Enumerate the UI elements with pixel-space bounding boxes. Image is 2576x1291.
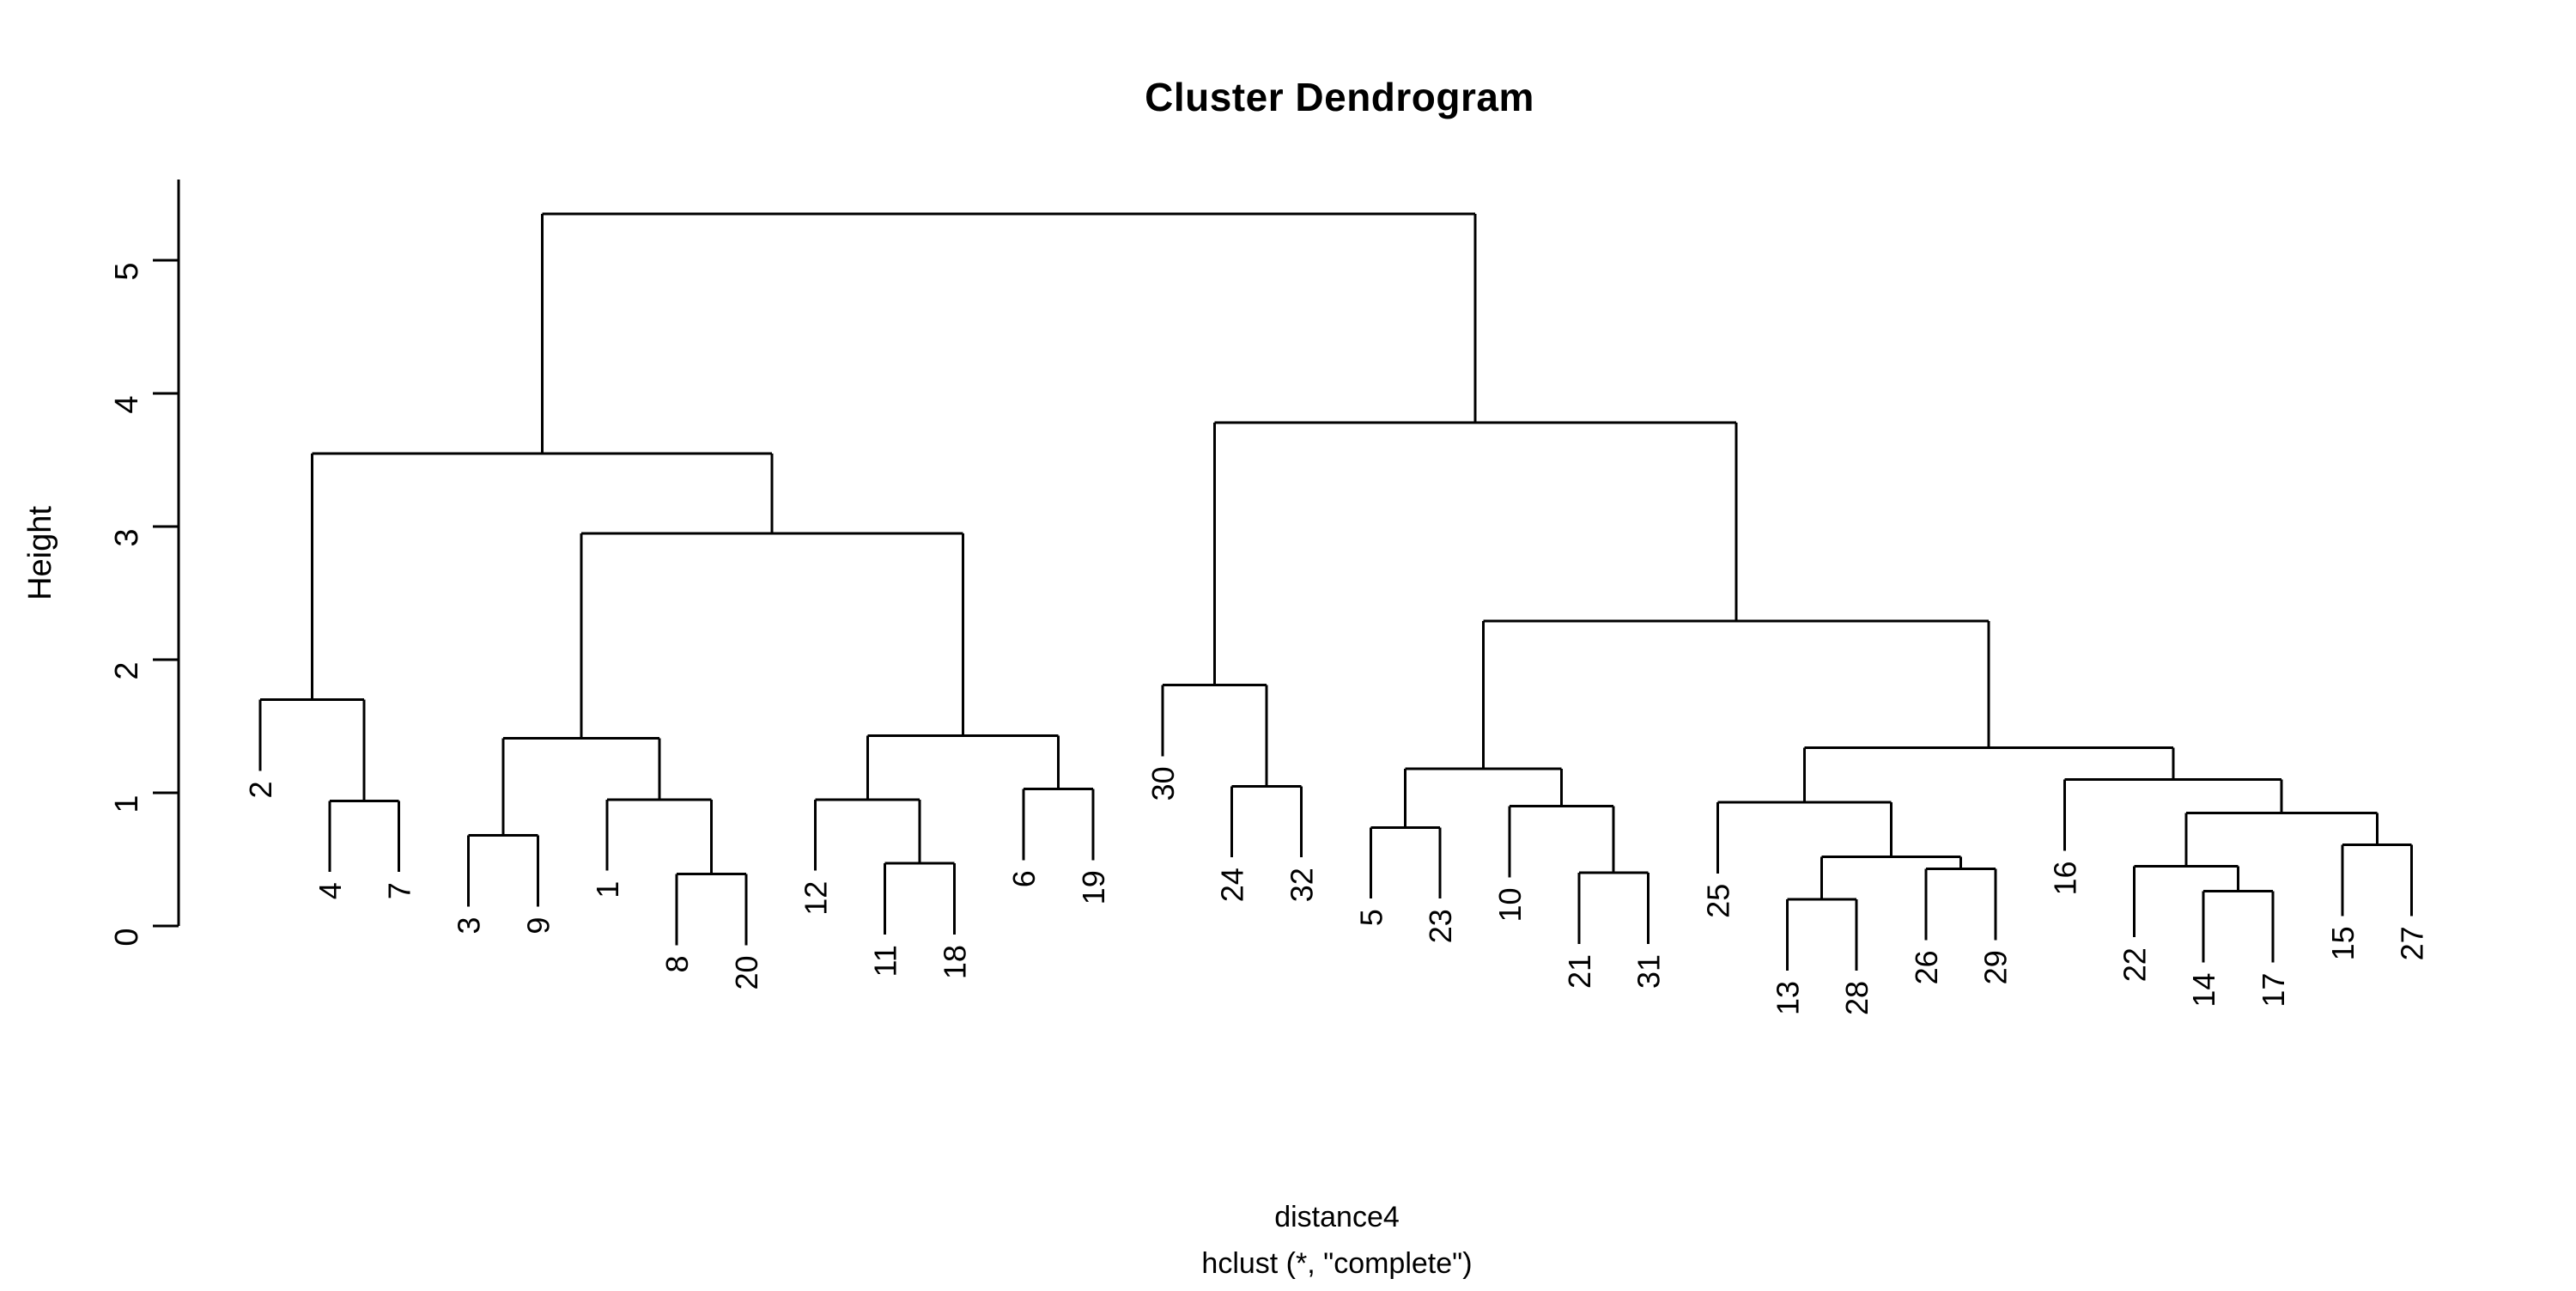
leaf-label: 6 [1006,870,1042,887]
leaf-label: 25 [1700,884,1735,918]
leaf-label: 29 [1978,950,2014,984]
leaf-label: 26 [1909,950,1944,984]
leaf-label: 13 [1770,981,1805,1015]
leaf-label: 15 [2325,926,2360,960]
y-tick-label: 5 [109,262,145,280]
leaf-label: 3 [451,917,486,935]
y-tick-label: 1 [109,795,145,813]
leaf-label: 32 [1284,868,1319,902]
leaf-label: 27 [2395,926,2430,960]
leaf-label: 18 [937,945,972,979]
leaf-label: 9 [520,917,556,935]
leaf-label: 14 [2186,973,2221,1008]
x-axis-caption: distance4 [1274,1201,1400,1233]
hclust-call-caption: hclust (*, "complete") [1201,1247,1473,1280]
y-tick-label: 4 [109,395,145,413]
leaf-label: 4 [313,882,348,899]
leaf-label: 21 [1562,954,1597,989]
leaf-label: 30 [1145,766,1181,801]
leaf-label: 8 [659,955,695,972]
leaf-label: 19 [1076,870,1111,904]
leaf-label: 7 [382,882,417,899]
leaf-label: 2 [243,781,278,798]
leaf-label: 5 [1353,909,1388,926]
y-tick-label: 3 [109,528,145,546]
leaf-label: 23 [1423,909,1458,943]
chart-title: Cluster Dendrogram [1145,75,1534,119]
leaf-label: 31 [1631,954,1667,989]
leaf-label: 22 [2117,947,2152,982]
y-tick-label: 0 [109,928,145,946]
leaf-label: 16 [2048,861,2083,895]
leaf-label: 12 [799,881,834,916]
y-tick-label: 2 [109,661,145,679]
leaf-label: 10 [1492,887,1528,922]
leaf-label: 20 [729,955,764,990]
leaf-label: 17 [2256,973,2291,1008]
leaf-label: 24 [1215,868,1250,902]
leaf-label: 28 [1839,981,1874,1015]
leaf-label: 11 [867,945,902,977]
leaf-label: 1 [590,881,625,898]
